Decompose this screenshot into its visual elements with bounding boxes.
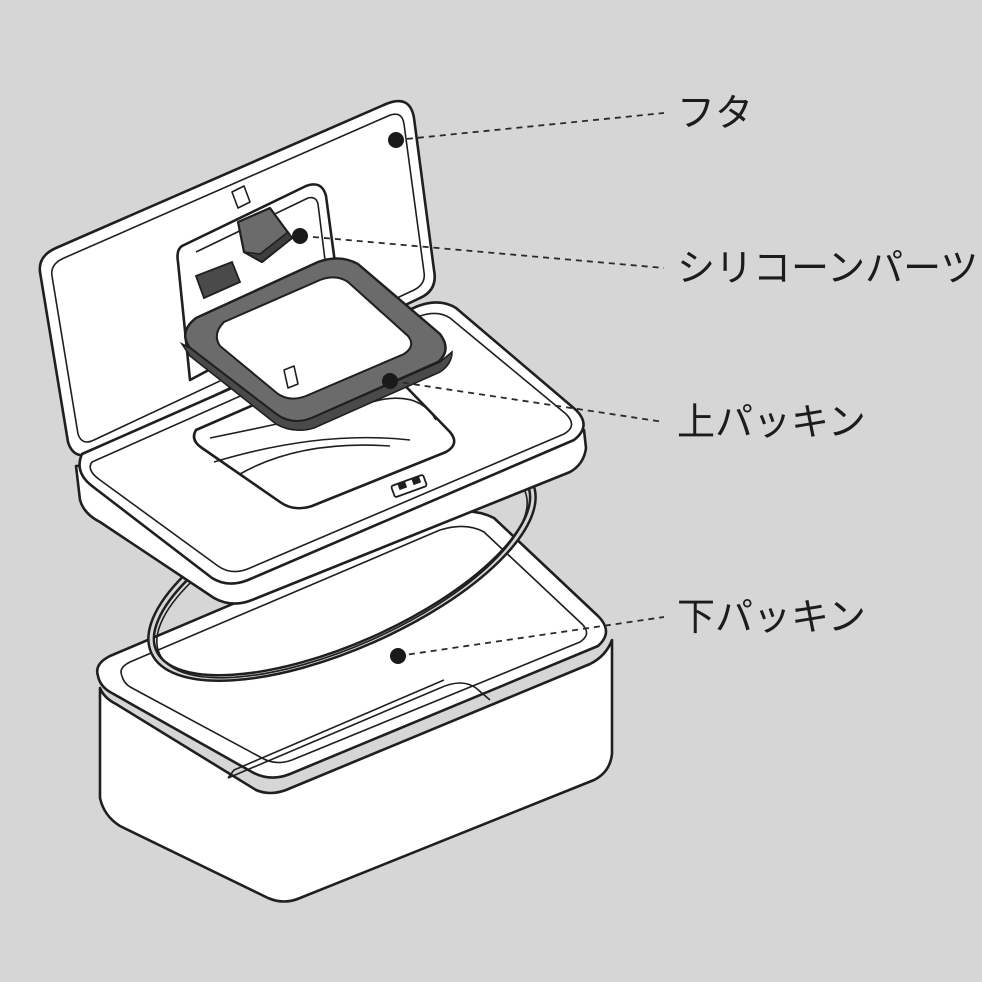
callout-dot-upper-gasket [382, 373, 398, 389]
label-lower-gasket: 下パッキン [677, 595, 866, 639]
callout-line-lid [395, 112, 665, 141]
label-upper-gasket: 上パッキン [677, 400, 866, 444]
label-silicone-part: シリコーンパーツ [677, 246, 979, 290]
callout-dots [292, 132, 406, 664]
callout-lines [301, 112, 665, 657]
callout-dot-lid [388, 132, 404, 148]
upper-gasket [179, 257, 453, 432]
label-lid: フタ [677, 91, 754, 135]
middle-tray [74, 301, 588, 605]
callout-line-silicone [301, 235, 665, 269]
callout-line-lower-gasket [397, 616, 665, 657]
callout-dot-silicone [292, 228, 308, 244]
callout-line-upper-gasket [391, 380, 665, 423]
callout-dot-lower-gasket [390, 648, 406, 664]
